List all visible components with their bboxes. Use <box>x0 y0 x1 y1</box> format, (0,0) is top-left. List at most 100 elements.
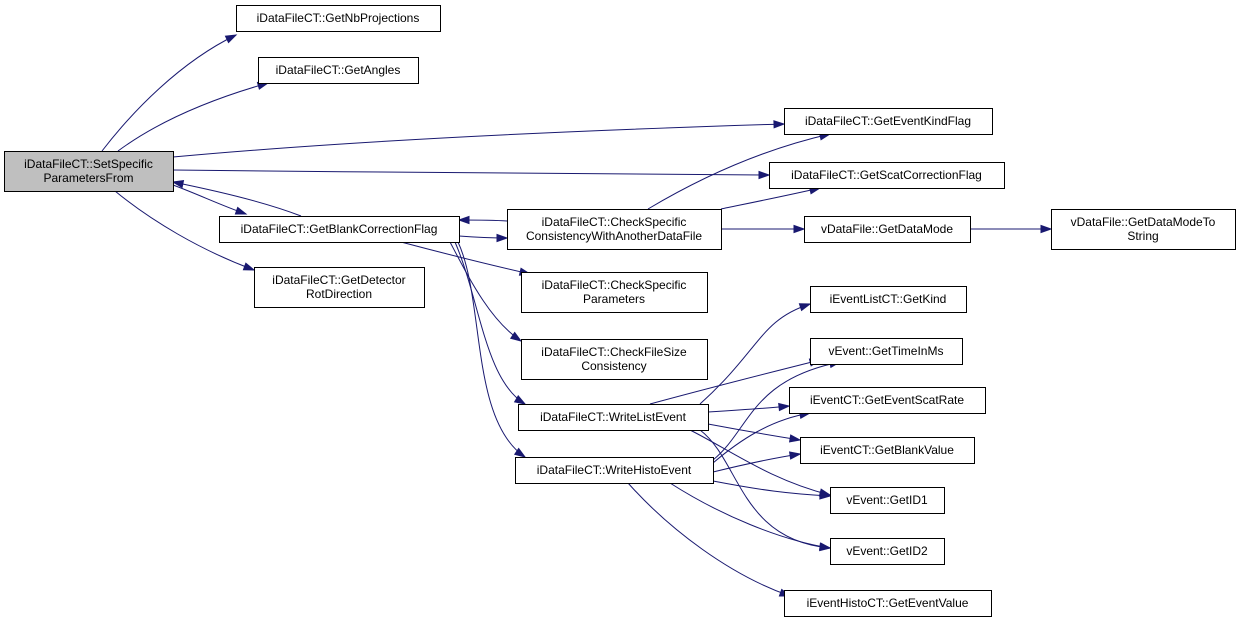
call-edge-checkSpecificConsistency-to-getBlankCorrectionFlag <box>457 215 508 225</box>
edge-arrowhead <box>1040 224 1053 234</box>
call-edge-setSpecific-to-getBlankCorrectionFlag <box>172 184 248 215</box>
edge-line <box>669 482 831 549</box>
node-label: iDataFileCT::WriteListEvent <box>540 410 686 424</box>
node-box <box>800 437 975 464</box>
node-box <box>518 404 709 431</box>
node-writeHistoEvent[interactable]: iDataFileCT::WriteHistoEvent <box>515 457 714 484</box>
edge-line <box>400 241 531 275</box>
call-edge-setSpecific-to-getNbProjections <box>101 34 238 152</box>
node-getEventValue[interactable]: iEventHistoCT::GetEventValue <box>784 590 992 617</box>
node-getID2[interactable]: vEvent::GetID2 <box>830 538 945 565</box>
edge-arrowhead <box>496 233 509 243</box>
call-edge-writeListEvent-to-getBlankValue <box>707 423 802 443</box>
edge-line <box>172 184 247 215</box>
node-label: iDataFileCT::GetBlankCorrectionFlag <box>241 222 438 236</box>
node-box <box>769 162 1005 189</box>
call-edge-writeHistoEvent-to-getBlankValue <box>712 451 802 473</box>
node-box <box>784 590 992 617</box>
edge-arrowhead <box>513 394 527 405</box>
edge-arrowhead <box>509 331 523 342</box>
node-label: iDataFileCT::CheckSpecific <box>542 215 687 229</box>
edge-line <box>172 169 770 176</box>
node-label: vDataFile::GetDataMode <box>821 222 953 236</box>
node-label: iEventCT::GetEventScatRate <box>810 393 964 407</box>
node-box <box>830 538 945 565</box>
edge-line <box>647 133 831 210</box>
edge-arrowhead <box>224 34 238 44</box>
node-label: RotDirection <box>306 287 372 301</box>
edge-arrowhead <box>788 451 802 460</box>
node-label: iDataFileCT::GetDetector <box>272 273 405 287</box>
call-edge-writeHistoEvent-to-getEventValue <box>627 482 792 597</box>
call-edge-checkSpecificConsistency-to-getDataMode <box>721 224 806 234</box>
call-edge-getBlankCorrectionFlag-to-writeListEvent <box>454 241 527 405</box>
edge-arrowhead <box>793 224 806 234</box>
edge-arrowhead <box>798 303 812 312</box>
node-box <box>4 151 174 192</box>
edge-line <box>689 429 831 496</box>
node-label: iDataFileCT::GetScatCorrectionFlag <box>791 168 982 182</box>
node-box <box>521 339 708 380</box>
edge-line <box>457 241 526 458</box>
node-getNbProjections[interactable]: iDataFileCT::GetNbProjections <box>236 5 441 32</box>
node-getBlankValue[interactable]: iEventCT::GetBlankValue <box>800 437 975 464</box>
node-box <box>830 487 945 514</box>
node-getEventKindFlag[interactable]: iDataFileCT::GetEventKindFlag <box>784 108 993 135</box>
node-box <box>810 338 963 365</box>
call-edge-checkSpecificConsistency-to-getScatCorrectionFlag <box>720 186 822 210</box>
edge-arrowhead <box>513 447 527 458</box>
edge-arrowhead <box>171 179 185 189</box>
node-label: iDataFileCT::SetSpecific <box>24 157 153 171</box>
call-edge-setSpecific-to-getEventKindFlag <box>172 120 786 158</box>
node-writeListEvent[interactable]: iDataFileCT::WriteListEvent <box>518 404 709 431</box>
edge-arrowhead <box>778 402 791 412</box>
node-getID1[interactable]: vEvent::GetID1 <box>830 487 945 514</box>
node-box <box>258 57 419 84</box>
node-getTimeInMs[interactable]: vEvent::GetTimeInMs <box>810 338 963 365</box>
node-getKind[interactable]: iEventListCT::GetKind <box>810 286 967 313</box>
edge-line <box>712 480 831 497</box>
node-getEventScatRate[interactable]: iEventCT::GetEventScatRate <box>789 387 986 414</box>
call-edge-getBlankCorrectionFlag-to-checkSpecificConsistency <box>458 233 509 243</box>
call-edge-getBlankCorrectionFlag-to-checkFileSizeConsistency <box>449 241 523 342</box>
node-label: vEvent::GetTimeInMs <box>829 344 944 358</box>
node-label: ConsistencyWithAnotherDataFile <box>526 229 702 243</box>
call-edge-writeHistoEvent-to-getID2 <box>669 482 832 551</box>
node-box <box>789 387 986 414</box>
node-label: iEventHistoCT::GetEventValue <box>807 596 969 610</box>
edge-line <box>720 187 821 210</box>
edge-arrowhead <box>788 434 802 443</box>
node-box <box>254 267 425 308</box>
node-box <box>804 216 971 243</box>
node-label: vDataFile::GetDataModeTo <box>1071 215 1216 229</box>
node-box <box>521 272 708 313</box>
edge-arrowhead <box>819 491 832 500</box>
edge-arrowhead <box>773 120 786 129</box>
node-label: iDataFileCT::CheckFileSize <box>541 345 687 359</box>
node-getDataMode[interactable]: vDataFile::GetDataMode <box>804 216 971 243</box>
call-nodes: iDataFileCT::SetSpecificParametersFromiD… <box>4 5 1236 617</box>
node-label: vEvent::GetID1 <box>846 493 928 507</box>
call-edge-writeListEvent-to-getEventScatRate <box>707 402 791 413</box>
node-getScatCorrectionFlag[interactable]: iDataFileCT::GetScatCorrectionFlag <box>769 162 1005 189</box>
node-getAngles[interactable]: iDataFileCT::GetAngles <box>258 57 419 84</box>
edge-line <box>114 190 255 271</box>
node-getBlankCorrectionFlag[interactable]: iDataFileCT::GetBlankCorrectionFlag <box>219 216 460 243</box>
node-checkSpecificConsistency[interactable]: iDataFileCT::CheckSpecificConsistencyWit… <box>507 209 722 250</box>
node-box <box>515 457 714 484</box>
edge-line <box>649 359 821 405</box>
node-label: iEventListCT::GetKind <box>830 292 947 306</box>
node-label: iDataFileCT::WriteHistoEvent <box>537 463 692 477</box>
call-edge-setSpecific-to-getDetectorRotDirection <box>114 190 256 271</box>
edge-arrowhead <box>818 542 832 551</box>
node-label: iDataFileCT::CheckSpecific <box>542 278 687 292</box>
node-label: iDataFileCT::GetAngles <box>276 63 401 77</box>
node-label: iEventCT::GetBlankValue <box>820 443 954 457</box>
edge-arrowhead <box>234 206 248 215</box>
